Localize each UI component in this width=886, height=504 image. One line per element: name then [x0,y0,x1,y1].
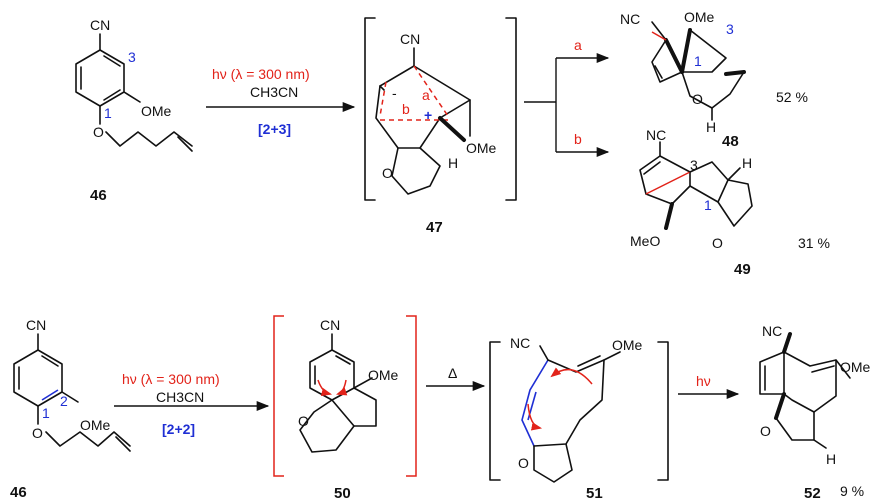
hydrogen-label: H [448,155,458,171]
cycloaddition-type-bottom: [2+2] [162,421,195,437]
ome-label: OMe [466,140,497,156]
compound-id-51: 51 [586,485,603,502]
oxygen-label: O [692,91,703,107]
bond-path-a: a [422,87,430,103]
oxygen-label: O [382,165,393,181]
cycloaddition-type-top: [2+3] [258,121,291,137]
hydrogen-label: H [826,451,836,467]
yield-49: 31 % [798,235,830,251]
compound-46-top: CN OMe O 1 3 [75,17,193,152]
ome-label: OMe [612,337,643,353]
compound-id-46-bottom: 46 [10,484,27,501]
charge-plus: + [424,107,432,123]
solvent-bottom: CH3CN [156,389,204,405]
ome-label: OMe [80,417,111,433]
cn-label: CN [26,317,46,333]
hydrogen-label: H [706,119,716,135]
bracket-right-50 [406,315,417,477]
oxygen-label: O [298,413,309,429]
cn-label: CN [320,317,340,333]
compound-id-49: 49 [734,261,751,278]
position-1-label: 1 [104,105,112,121]
nc-label: NC [620,11,640,27]
position-1-label: 1 [694,53,702,69]
yield-52: 9 % [840,483,864,499]
hv-label: hν [696,373,711,389]
cn-label: CN [400,31,420,47]
oxygen-label: O [712,235,723,251]
branch-label-a: a [574,37,582,53]
bracket-left-47 [364,17,376,201]
branch-arrows [524,52,610,158]
compound-id-50: 50 [334,485,351,502]
intermediate-51: NC OMe O [510,335,643,483]
position-3-label: 3 [128,49,136,65]
ome-label: OMe [368,367,399,383]
intermediate-50: CN OMe O [298,317,399,453]
product-48: NC OMe O H 1 3 [620,9,746,135]
intermediate-47: CN OMe O H - + a b [375,31,497,195]
product-49: NC MeO O H 1 3 [630,127,753,251]
charge-minus: - [392,85,397,101]
position-1-label: 1 [704,197,712,213]
ome-label: OMe [840,359,871,375]
ome-label: OMe [684,9,715,25]
bracket-left-50 [273,315,284,477]
ome-label: OMe [141,103,172,119]
position-1-label: 1 [42,405,50,421]
yield-48: 52 % [776,89,808,105]
compound-id-48: 48 [722,133,739,150]
branch-label-b: b [574,131,582,147]
nc-label: NC [510,335,530,351]
hydrogen-label: H [742,155,752,171]
bracket-right-51 [657,341,669,481]
nc-label: NC [646,127,666,143]
cn-label: CN [90,17,110,33]
light-condition-top: hν (λ = 300 nm) [212,66,310,82]
bond-path-b: b [402,101,410,117]
position-3-label: 3 [726,21,734,37]
bracket-left-51 [489,341,501,481]
oxygen-label: O [32,425,43,441]
bracket-right-47 [505,17,517,201]
compound-id-47: 47 [426,219,443,236]
solvent-top: CH3CN [250,84,298,100]
compound-id-52: 52 [804,485,821,502]
position-2-label: 2 [60,393,68,409]
light-condition-bottom: hν (λ = 300 nm) [122,371,220,387]
meo-label: MeO [630,233,660,249]
nc-label: NC [762,323,782,339]
compound-46-bottom: CN OMe O 1 2 [13,317,131,452]
delta-label: Δ [448,365,457,381]
oxygen-label: O [93,124,104,140]
product-52: NC OMe O H [759,323,871,467]
oxygen-label: O [760,423,771,439]
position-3-label: 3 [690,157,698,173]
oxygen-label: O [518,455,529,471]
compound-id-46-top: 46 [90,187,107,204]
